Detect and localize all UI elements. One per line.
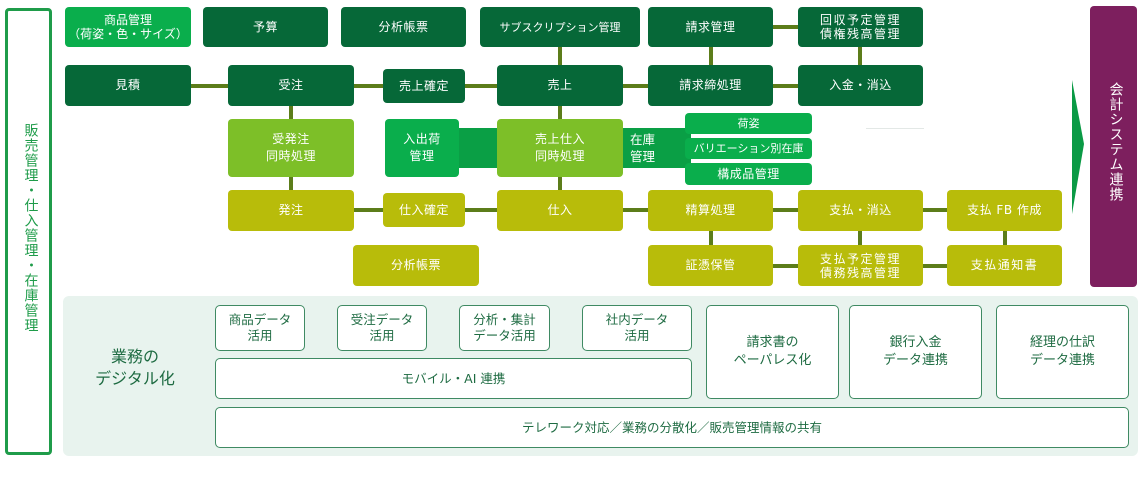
inventory-management-label: 在庫 管理 [630,132,656,164]
analysis-report-bottom-box: 分析帳票 [353,245,479,286]
paperless-invoice: 請求書の ペーパレス化 [706,305,839,399]
accounting-system-box: 会計システム連携 [1090,6,1137,287]
mobile-ai-integration: モバイル・AI 連携 [215,358,692,399]
sales-box: 売上 [497,65,623,106]
left-category-label: 販売管理・仕入管理・在庫管理 [22,123,39,333]
analysis-report-box: 分析帳票 [341,7,466,47]
connector [709,46,713,66]
connector [772,264,800,268]
settlement-box: 精算処理 [648,190,773,231]
budget-box: 予算 [203,7,328,47]
product-management-box: 商品管理 （荷姿・色・サイズ） [65,7,191,47]
connector [709,229,713,247]
billing-close-box: 請求締処理 [648,65,773,106]
digital-item-product-data: 商品データ 活用 [215,305,305,351]
payment-schedule-box: 支払予定管理 債務残高管理 [798,245,923,286]
connector [772,84,800,88]
shipping-management-box: 入出荷 管理 [385,119,459,177]
connector [464,208,499,212]
bank-deposit-integration: 銀行入金 データ連携 [849,305,982,399]
payment-clear-box: 支払・消込 [798,190,923,231]
order-received-box: 受注 [228,65,354,106]
purchase-box: 仕入 [497,190,623,231]
connector [353,208,385,212]
collection-management-box: 回収予定管理 債権残高管理 [798,7,923,47]
connector [190,84,230,88]
divider [866,128,924,129]
inventory-item-variation-stock: バリエーション別在庫 [685,138,812,159]
connector [353,84,385,88]
arrow-right-icon [1072,80,1084,214]
digital-item-internal-data: 社内データ 活用 [582,305,692,351]
order-simultaneous-box: 受発注 同時処理 [228,119,354,177]
payment-receipt-box: 入金・消込 [798,65,923,106]
inventory-item-packaging: 荷姿 [685,113,812,134]
connector [858,229,862,247]
accounting-journal-integration: 経理の仕訳 データ連携 [996,305,1129,399]
billing-management-box: 請求管理 [648,7,773,47]
left-category-frame: 販売管理・仕入管理・在庫管理 [5,8,52,455]
connector [772,25,800,29]
connector [621,208,650,212]
subscription-management-box: サブスクリプション管理 [480,7,640,47]
digital-item-order-data: 受注データ 活用 [337,305,427,351]
connector [921,208,949,212]
connector [858,46,862,66]
payment-fb-box: 支払 FB 作成 [947,190,1062,231]
payment-notice-box: 支払通知書 [947,245,1062,286]
sales-purchase-simultaneous-box: 売上仕入 同時処理 [497,119,623,177]
digitalization-title: 業務の デジタル化 [95,347,175,388]
inventory-item-components: 構成品管理 [685,163,812,185]
connector [772,208,800,212]
connector [921,264,949,268]
estimate-box: 見積 [65,65,191,106]
connector [1003,229,1007,247]
inventory-band [616,128,691,168]
purchase-confirm-box: 仕入確定 [383,193,465,227]
digital-item-analysis-data: 分析・集計 データ活用 [459,305,550,351]
telework-sharing: テレワーク対応／業務の分散化／販売管理情報の共有 [215,407,1129,448]
sales-confirm-box: 売上確定 [383,69,465,103]
connector [558,46,562,66]
accounting-system-label: 会計システム連携 [1107,82,1124,202]
voucher-storage-box: 証憑保管 [648,245,773,286]
purchase-order-box: 発注 [228,190,354,231]
connector [464,84,499,88]
connector [621,84,650,88]
